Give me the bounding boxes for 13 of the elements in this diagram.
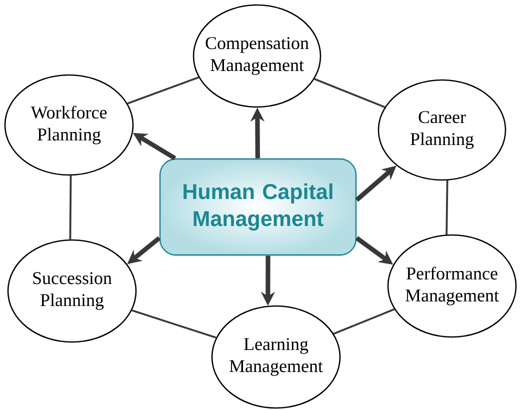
- ellipse-node: Career Planning: [378, 79, 506, 181]
- ellipse-node: Learning Management: [211, 305, 341, 409]
- connector-line: [132, 309, 216, 339]
- connector-line: [314, 78, 386, 108]
- ellipse-node: Workforce Planning: [4, 74, 134, 176]
- ellipse-node: Succession Planning: [7, 239, 137, 343]
- ellipse-node: Performance Management: [387, 234, 517, 338]
- rounded-box: Human Capital Management: [159, 158, 357, 256]
- ellipse-node: Compensation Management: [192, 4, 322, 108]
- connector-line: [446, 180, 448, 235]
- connector-line: [333, 308, 395, 335]
- connector-line: [69, 176, 72, 240]
- connector-line: [127, 76, 199, 104]
